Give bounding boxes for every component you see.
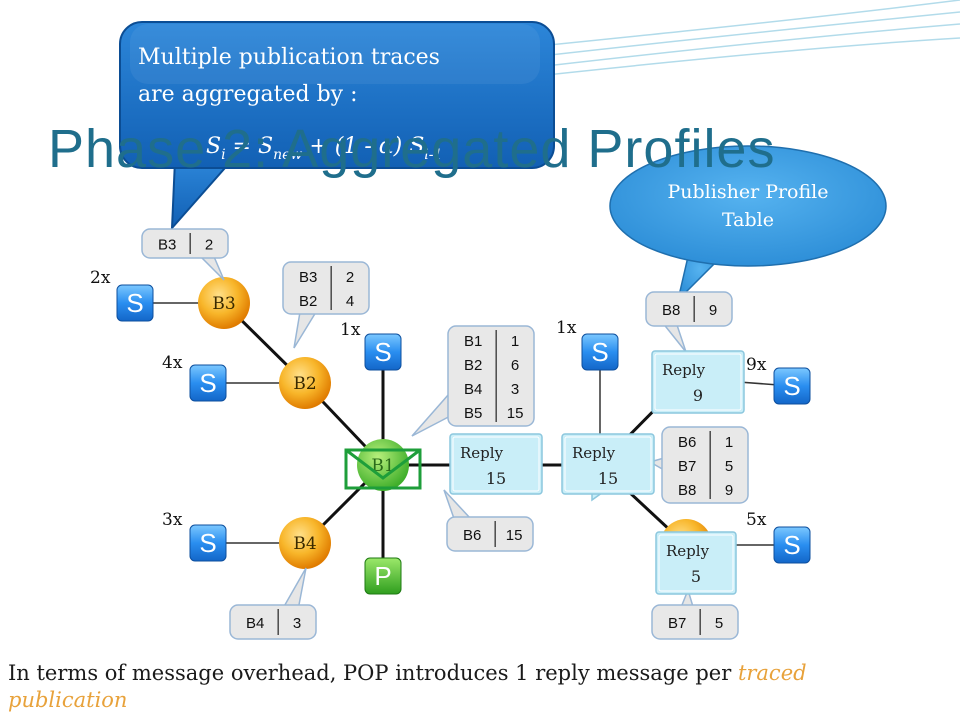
table-cell-broker: B6 [463, 527, 481, 544]
subscriber-label: S [783, 530, 800, 560]
subscriber-s-b4[interactable]: S [189, 524, 227, 562]
table-cell-broker: B4 [464, 381, 482, 398]
callout-formula: Si = Snew + (1 - α) Si-1 [206, 134, 442, 163]
table-cell-count: 3 [511, 381, 519, 398]
table-cell-broker: B8 [662, 302, 680, 319]
broker-b3[interactable]: B3 [198, 277, 250, 329]
subscriber-label: S [783, 371, 800, 401]
subscriber-label: S [199, 368, 216, 398]
table-cell-count: 2 [346, 269, 354, 286]
multiplier-right-mid: 9x [746, 355, 767, 375]
broker-b1[interactable]: B1 [357, 439, 409, 491]
table-cell-count: 3 [293, 615, 301, 632]
multiplier-right-bottom: 5x [746, 510, 767, 530]
table-pointers [194, 251, 696, 611]
reply-message: Reply 15 [449, 433, 543, 495]
reply-label: Reply [572, 444, 616, 462]
broker-b3-label: B3 [212, 294, 235, 314]
subscriber-label: S [199, 528, 216, 558]
callout-line1: Multiple publication traces [138, 45, 440, 70]
envelope-icon [344, 448, 422, 490]
profile-table: B3 2B2 4 [282, 261, 370, 315]
multiplier-b2: 4x [162, 353, 183, 373]
profile-table: B8 9 [645, 291, 733, 327]
table-cell-count: 15 [507, 405, 524, 422]
table-cell-broker: B2 [299, 293, 317, 310]
reply-value: 15 [486, 469, 506, 488]
profile-table: B7 5 [651, 604, 739, 640]
table-cell-broker: B1 [464, 333, 482, 350]
table-cell-count: 5 [715, 615, 723, 632]
reply-label: Reply [666, 542, 710, 560]
profile-table-callout: Publisher Profile Table [609, 145, 887, 303]
reply-label: Reply [460, 444, 504, 462]
table-cell-count: 4 [346, 293, 354, 310]
multiplier-right-top: 1x [556, 318, 577, 338]
table-cell-count: 15 [506, 527, 523, 544]
aggregation-callout: Multiple publication traces are aggregat… [119, 21, 555, 231]
broker-b2-label: B2 [293, 374, 316, 394]
subscriber-s-b1[interactable]: S [364, 333, 402, 371]
subscriber-s-right-bottom[interactable]: S [773, 526, 811, 564]
table-cell-broker: B8 [678, 482, 696, 499]
reply-message: Reply 5 [655, 531, 737, 595]
table-cell-count: 1 [725, 434, 733, 451]
profile-table: B1 1B2 6B4 3B5 15 [447, 325, 535, 427]
profile-table: B3 2 [141, 228, 229, 259]
profile-line1: Publisher Profile [668, 181, 829, 203]
profile-table: B6 1B7 5B8 9 [661, 426, 749, 504]
reply-label: Reply [662, 361, 706, 379]
subscriber-s-b3[interactable]: S [116, 284, 154, 322]
subscriber-s-b2[interactable]: S [189, 364, 227, 402]
subscriber-s-right-mid[interactable]: S [773, 367, 811, 405]
note-main: In terms of message overhead, POP introd… [8, 661, 738, 685]
table-cell-count: 6 [511, 357, 519, 374]
table-cell-broker: B6 [678, 434, 696, 451]
subscriber-label: S [591, 337, 608, 367]
multiplier-b3: 2x [90, 268, 111, 288]
table-cell-broker: B3 [158, 237, 176, 254]
table-cell-broker: B2 [464, 357, 482, 374]
reply-message: Reply 9 [651, 350, 745, 414]
table-cell-broker: B5 [464, 405, 482, 422]
table-cell-count: 9 [709, 302, 717, 319]
table-cell-count: 9 [725, 482, 733, 499]
table-cell-broker: B4 [246, 615, 264, 632]
table-cell-broker: B7 [678, 458, 696, 475]
table-cell-count: 2 [205, 237, 213, 254]
reply-value: 5 [691, 567, 701, 586]
table-cell-count: 1 [511, 333, 519, 350]
footer-note: In terms of message overhead, POP introd… [8, 660, 908, 714]
broker-b4[interactable]: B4 [279, 517, 331, 569]
broker-b2[interactable]: B2 [279, 357, 331, 409]
profile-table: B6 15 [446, 516, 534, 552]
table-cell-broker: B3 [299, 269, 317, 286]
publisher-p[interactable]: P [364, 557, 402, 595]
multiplier-b1: 1x [340, 320, 361, 340]
publisher-label: P [374, 561, 391, 591]
broker-b4-label: B4 [293, 534, 316, 554]
broker-b1-label: B1 [371, 456, 394, 476]
reply-value: 9 [693, 386, 703, 405]
page-title: Phase 2: Aggregated Profiles [48, 119, 776, 179]
reply-message: Reply 15 [561, 433, 655, 495]
reply-value: 15 [598, 469, 618, 488]
multiplier-b4: 3x [162, 510, 183, 530]
note-emphasis: traced publication [8, 661, 807, 712]
profile-line2: Table [722, 209, 774, 231]
callout-line2: are aggregated by : [138, 82, 358, 107]
subscriber-label: S [126, 288, 143, 318]
subscriber-label: S [374, 337, 391, 367]
subscriber-s-right-top[interactable]: S [581, 333, 619, 371]
table-cell-broker: B7 [668, 615, 686, 632]
profile-table: B4 3 [229, 604, 317, 640]
table-cell-count: 5 [725, 458, 733, 475]
